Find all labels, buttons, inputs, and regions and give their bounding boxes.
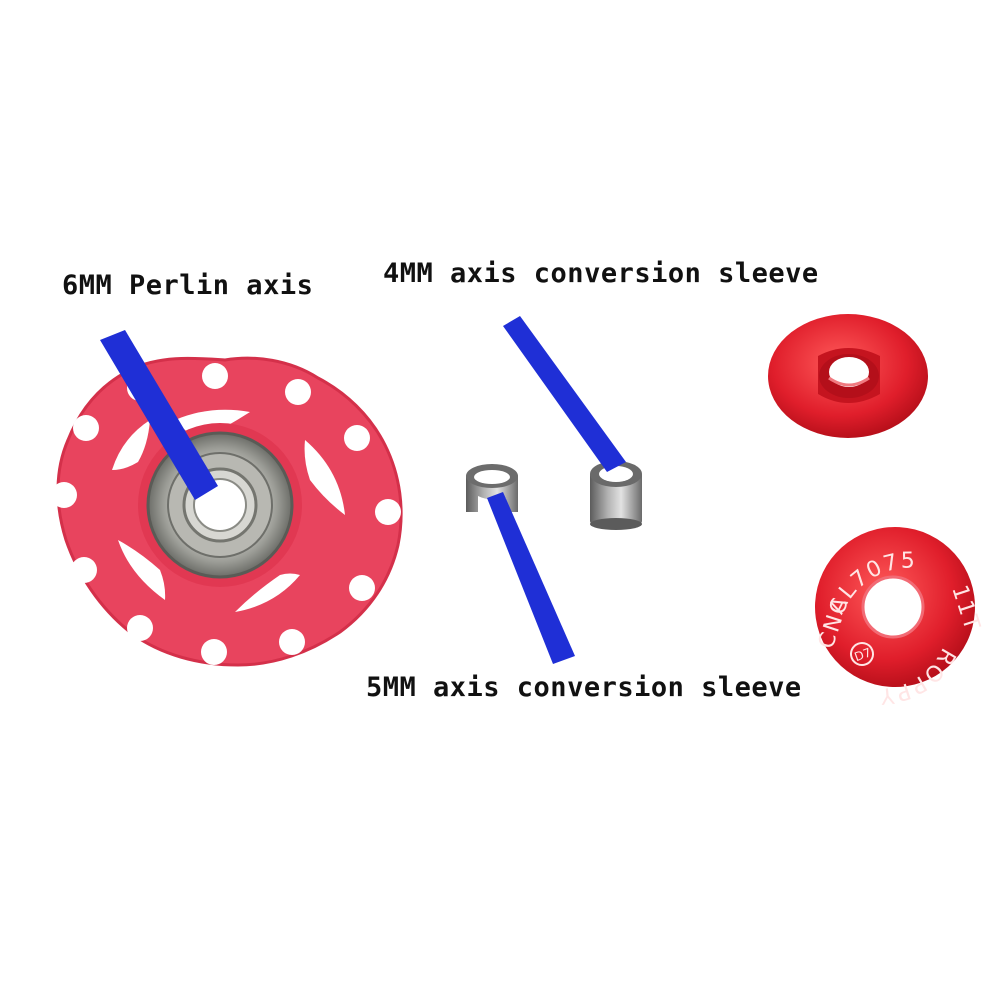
- svg-text:D7: D7: [852, 645, 873, 664]
- label-6mm-perlin-axis: 6MM Perlin axis: [62, 270, 314, 301]
- pointer-5mm: [487, 492, 575, 664]
- engraving-badge: D7: [850, 642, 874, 666]
- sleeve-5mm: [466, 464, 518, 512]
- pointer-6mm: [100, 330, 218, 500]
- washer-top: [768, 314, 928, 438]
- pointer-4mm: [503, 316, 626, 472]
- pulley-wheel: [51, 356, 403, 667]
- sleeve-4mm: [590, 461, 642, 530]
- label-4mm-sleeve: 4MM axis conversion sleeve: [383, 258, 819, 289]
- label-5mm-sleeve: 5MM axis conversion sleeve: [366, 672, 802, 703]
- washer-bottom: AL7075 11T ROPPY CNC D7: [814, 527, 985, 708]
